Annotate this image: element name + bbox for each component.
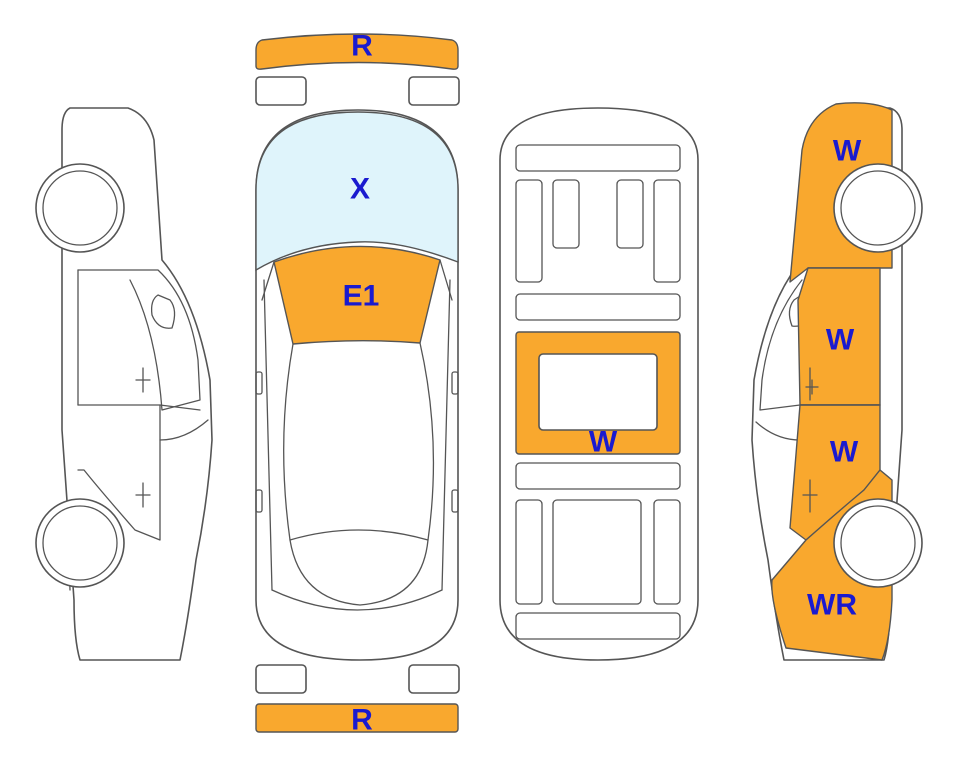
right-side-view: W W W WR bbox=[751, 102, 923, 661]
right-front-wheel bbox=[833, 163, 923, 253]
left-side-view bbox=[35, 107, 213, 661]
right-front-door-code: W bbox=[826, 324, 855, 357]
right-rear-wheel bbox=[833, 498, 923, 588]
rear-bumper-code: R bbox=[351, 704, 373, 737]
front-bumper-panel[interactable] bbox=[255, 33, 459, 70]
hood-code: E1 bbox=[343, 280, 380, 313]
right-rear-door-code: W bbox=[830, 436, 859, 469]
right-rear-quarter-code: WR bbox=[807, 589, 857, 622]
roof-code: W bbox=[589, 426, 618, 459]
left-rear-wheel bbox=[35, 498, 125, 588]
left-front-wheel bbox=[35, 163, 125, 253]
right-front-fender-code: W bbox=[833, 135, 862, 168]
roof-view: W bbox=[499, 107, 699, 661]
rear-bumper-panel[interactable] bbox=[255, 703, 459, 733]
windshield-code: X bbox=[350, 173, 370, 206]
front-bumper-code: R bbox=[351, 30, 373, 63]
windshield-panel[interactable] bbox=[255, 111, 459, 272]
top-view: R X E1 R bbox=[255, 30, 460, 737]
